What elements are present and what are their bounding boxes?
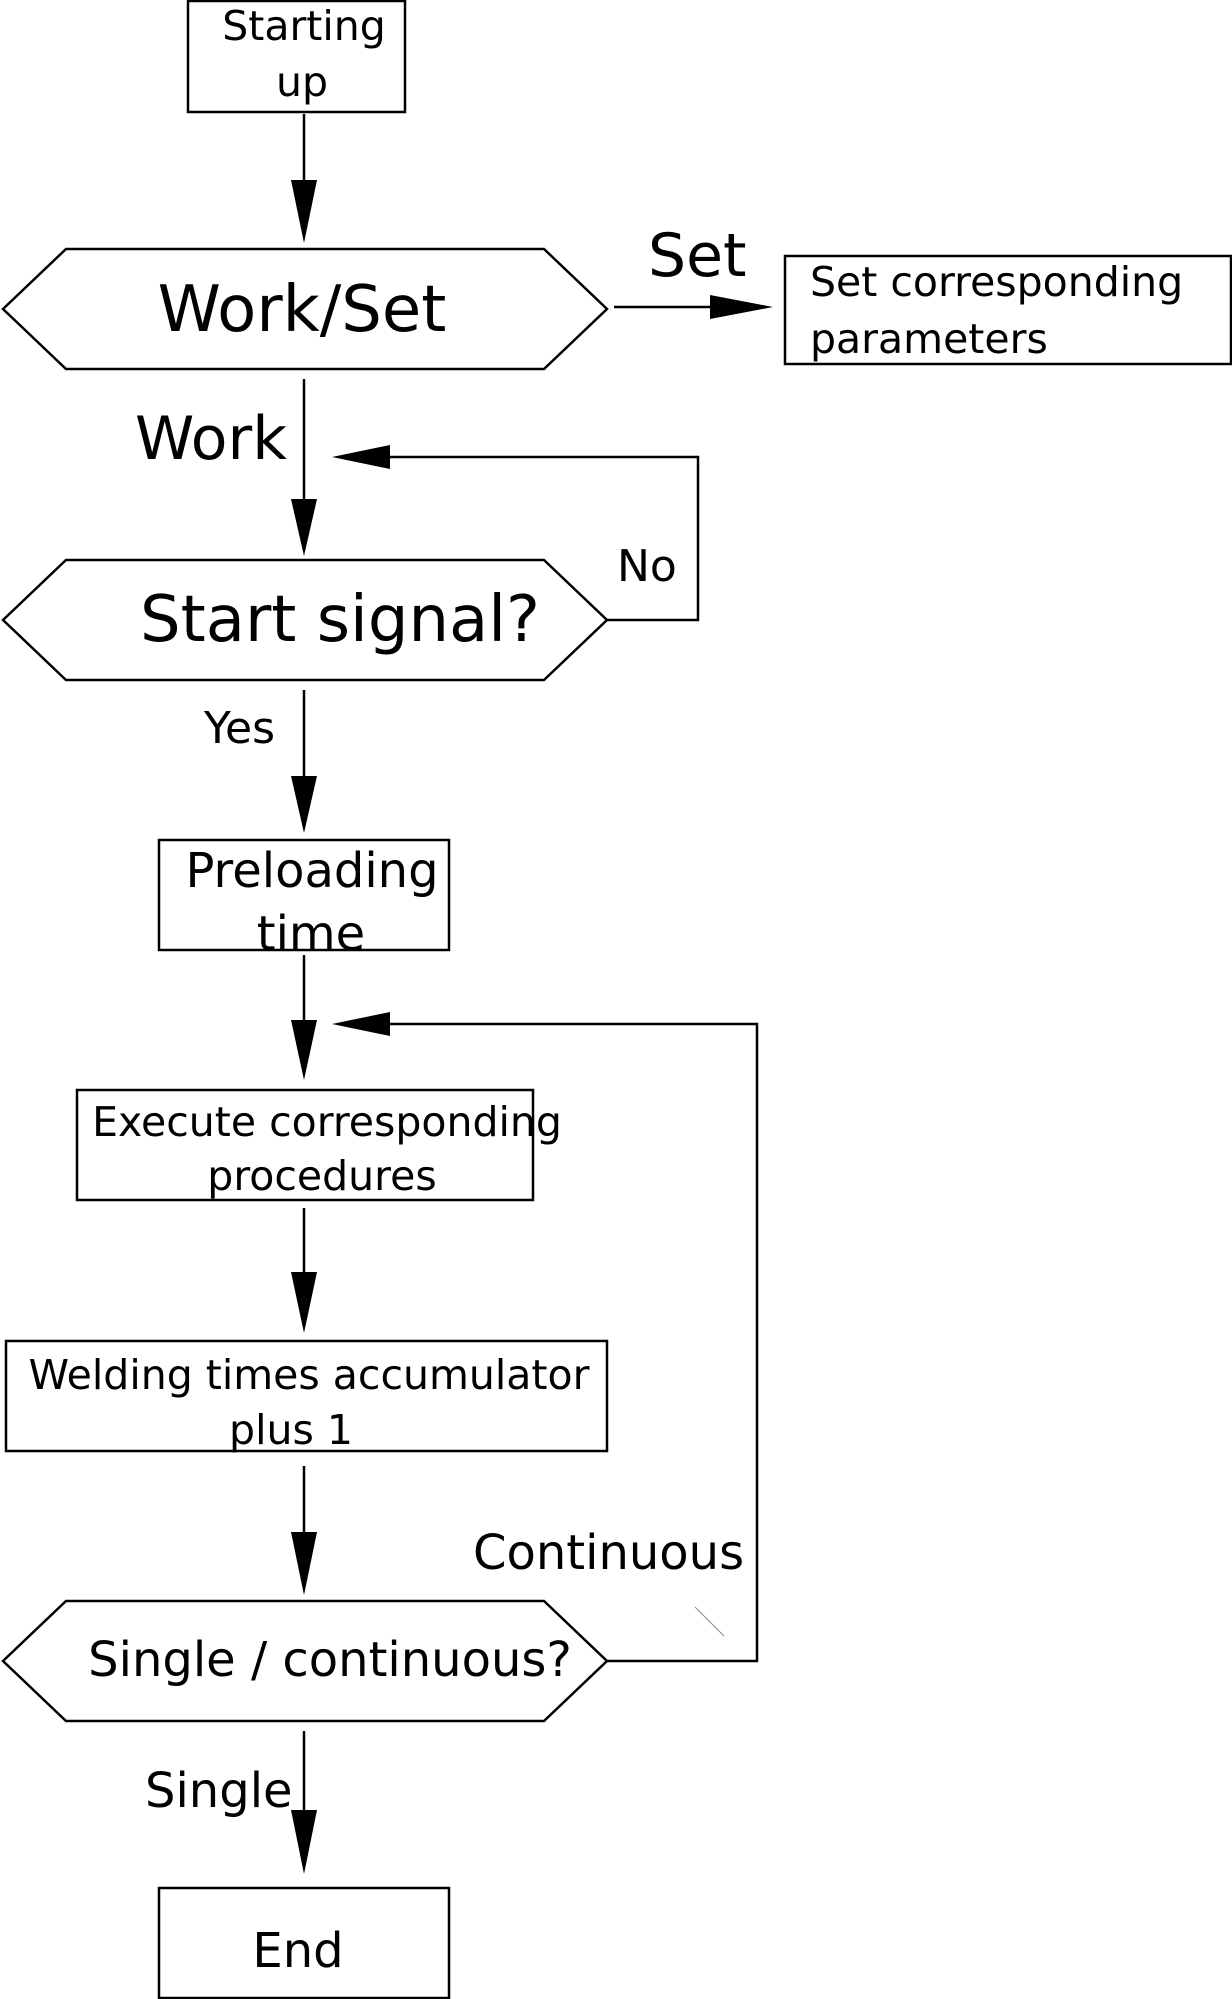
set-params-label-line2: parameters bbox=[810, 315, 1048, 363]
edge-label-yes: Yes bbox=[203, 703, 275, 754]
mode-label: Work/Set bbox=[158, 273, 447, 347]
set-params-label: Set corresponding parameters bbox=[810, 258, 1183, 363]
start-label-line2: up bbox=[276, 58, 328, 106]
edge-label-work: Work bbox=[135, 404, 287, 474]
execute-box bbox=[75, 1088, 535, 1202]
preload-box bbox=[157, 838, 451, 952]
execute-label-line1: Execute corresponding bbox=[92, 1098, 562, 1146]
edge-label-no: No bbox=[617, 541, 677, 592]
end-box bbox=[157, 1886, 451, 1999]
arrowhead-decision-to-end bbox=[291, 1810, 317, 1874]
execute-label: Execute corresponding procedures bbox=[92, 1098, 562, 1200]
start-label-line1: Starting bbox=[222, 2, 386, 50]
arrowhead-mode-to-start-signal bbox=[291, 499, 317, 556]
arrowhead-loop-no bbox=[332, 445, 390, 469]
end-label: End bbox=[252, 1923, 343, 1979]
loop-no bbox=[380, 455, 700, 622]
arrowhead-start-signal-to-preload bbox=[291, 776, 317, 833]
set-params-box bbox=[783, 254, 1232, 366]
preload-label-line2: time bbox=[257, 906, 365, 962]
arrowhead-mode-to-set bbox=[710, 295, 773, 319]
single-continuous-label: Single / continuous? bbox=[88, 1632, 572, 1688]
preload-label-line1: Preloading bbox=[185, 843, 438, 899]
accumulator-label-line1: Welding times accumulator bbox=[29, 1351, 590, 1399]
execute-label-line2: procedures bbox=[207, 1152, 436, 1200]
mode-decision bbox=[1, 247, 609, 371]
accumulator-box bbox=[4, 1339, 609, 1453]
loop-continuous bbox=[380, 1022, 759, 1663]
preload-label: Preloading time bbox=[185, 843, 438, 962]
edge-label-set: Set bbox=[648, 221, 747, 291]
accumulator-label: Welding times accumulator plus 1 bbox=[29, 1351, 590, 1454]
start-box bbox=[186, 0, 407, 114]
arrowhead-start-to-mode bbox=[291, 180, 317, 243]
arrowhead-execute-to-accumulator bbox=[291, 1272, 317, 1333]
start-signal-label: Start signal? bbox=[140, 583, 540, 657]
edge-label-continuous: Continuous bbox=[473, 1525, 744, 1581]
start-label: Starting up bbox=[222, 2, 386, 106]
accumulator-label-line2: plus 1 bbox=[229, 1406, 353, 1454]
arrowhead-accumulator-to-decision bbox=[291, 1532, 317, 1595]
arrowhead-preload-to-execute bbox=[291, 1020, 317, 1080]
edge-label-single: Single bbox=[145, 1763, 293, 1819]
stray-mark bbox=[694, 1606, 725, 1637]
arrowhead-loop-continuous bbox=[332, 1012, 390, 1036]
set-params-label-line1: Set corresponding bbox=[810, 258, 1183, 306]
